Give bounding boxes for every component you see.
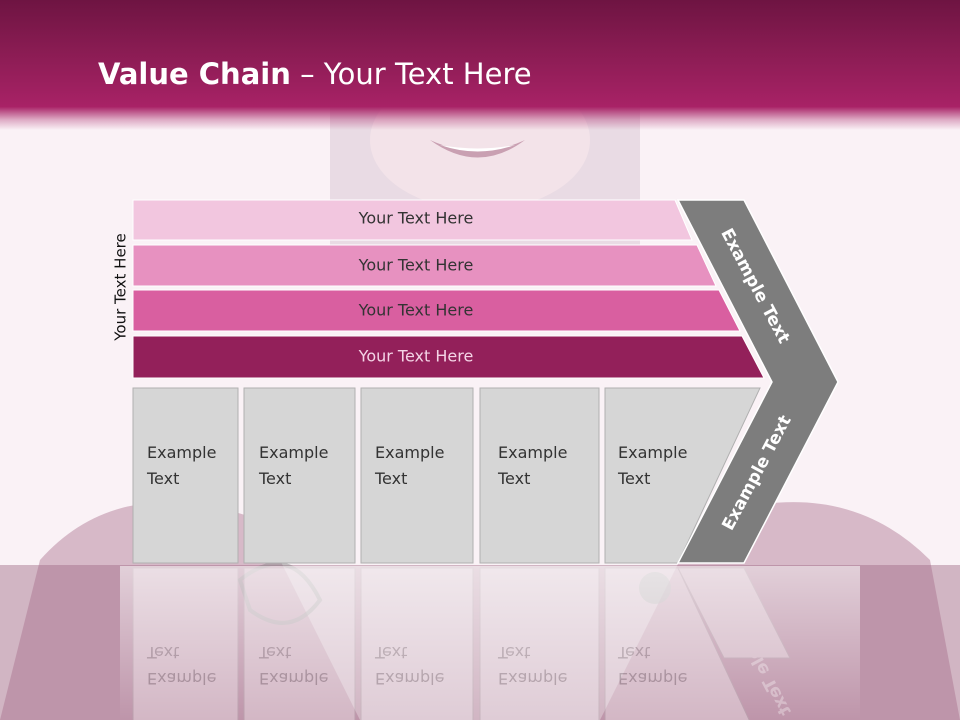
bars-group: Your Text Here Your Text Here Your Text … bbox=[132, 199, 765, 379]
bar-4[interactable] bbox=[132, 335, 765, 379]
bar-1[interactable] bbox=[132, 199, 693, 241]
box-4-line-1: Example bbox=[498, 443, 567, 462]
bar-2[interactable] bbox=[132, 244, 717, 287]
bar-3[interactable] bbox=[132, 289, 741, 332]
box-3[interactable] bbox=[360, 387, 474, 564]
box-4-line-2: Text bbox=[497, 469, 530, 488]
side-label: Your Text Here bbox=[112, 233, 130, 341]
header-bar bbox=[0, 0, 960, 130]
slide-title: Value Chain – Your Text Here bbox=[98, 54, 532, 94]
box-1-line-2: Text bbox=[146, 469, 179, 488]
box-1[interactable] bbox=[132, 387, 239, 564]
box-2[interactable] bbox=[243, 387, 356, 564]
title-rest: – Your Text Here bbox=[290, 57, 532, 91]
bar-2-label: Your Text Here bbox=[358, 256, 474, 275]
chevron-shape[interactable] bbox=[676, 199, 839, 564]
bar-1-label: Your Text Here bbox=[358, 209, 474, 228]
bar-3-label: Your Text Here bbox=[358, 301, 474, 320]
box-5-line-1: Example bbox=[618, 443, 687, 462]
box-2-line-2: Text bbox=[258, 469, 291, 488]
box-4[interactable] bbox=[479, 387, 600, 564]
bar-4-label: Your Text Here bbox=[358, 347, 474, 366]
box-3-line-1: Example bbox=[375, 443, 444, 462]
reflection-fade bbox=[120, 566, 860, 720]
box-5-line-2: Text bbox=[617, 469, 650, 488]
title-bold: Value Chain bbox=[98, 57, 291, 91]
box-2-line-1: Example bbox=[259, 443, 328, 462]
box-1-line-1: Example bbox=[147, 443, 216, 462]
box-3-line-2: Text bbox=[374, 469, 407, 488]
